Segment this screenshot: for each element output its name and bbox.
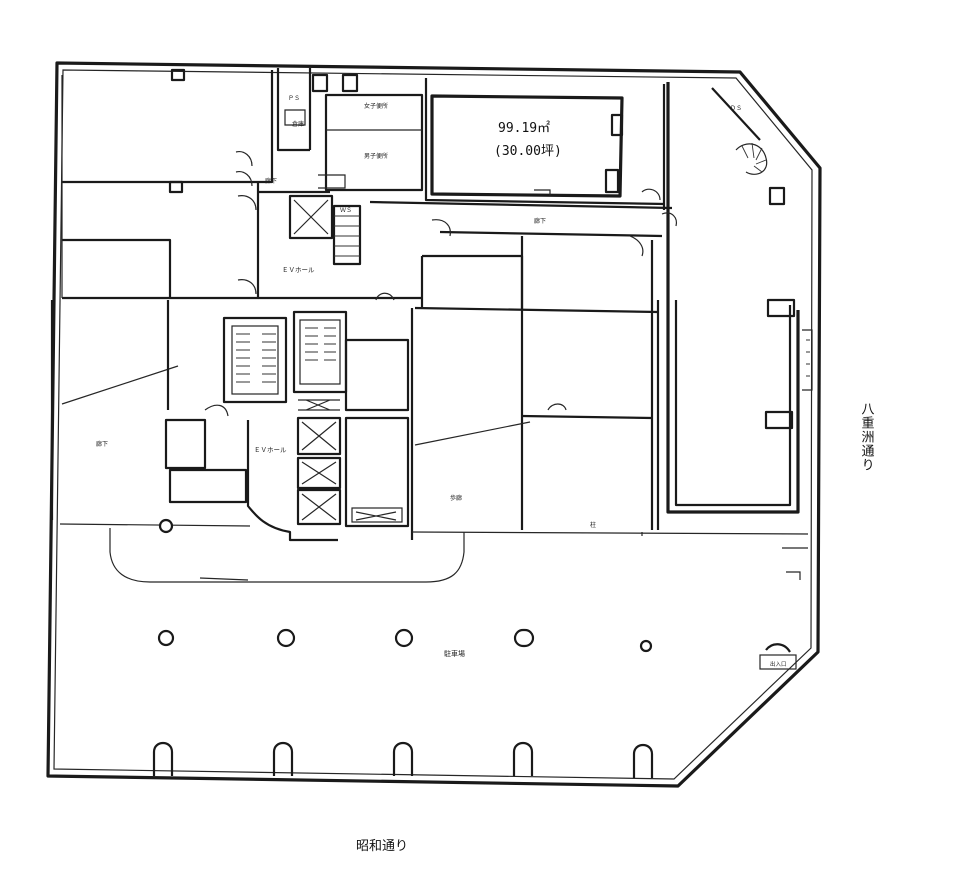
ps-label: ＰＳ bbox=[288, 95, 300, 102]
street-bottom-label: 昭和通り bbox=[356, 839, 408, 854]
pillar-note-label: 柱 bbox=[590, 521, 596, 529]
right-fixtures bbox=[759, 547, 808, 670]
corridor-upper-label: 廊下 bbox=[265, 177, 277, 185]
unit-area-label: 99.19㎡ bbox=[498, 121, 550, 136]
ws-label: ＷＳ bbox=[340, 207, 352, 214]
toilet-core bbox=[276, 68, 424, 192]
columns bbox=[157, 518, 653, 653]
corridor-right-label: 廊下 bbox=[534, 217, 546, 225]
ev-hall-upper bbox=[258, 194, 424, 308]
mens-toilet-label: 男子便所 bbox=[364, 152, 388, 160]
outer-walls bbox=[46, 61, 822, 788]
womens-toilet-label: 女子便所 bbox=[364, 102, 388, 110]
canopy bbox=[109, 528, 809, 583]
upper-left-rooms bbox=[61, 68, 274, 300]
street-right-label: 八重洲通り bbox=[859, 402, 875, 472]
central-core bbox=[204, 310, 410, 542]
rental-unit bbox=[424, 78, 666, 210]
upper-corridor bbox=[258, 190, 673, 257]
corridor-left-label: 廊下 bbox=[96, 440, 108, 448]
ev-hall-lower-label: ＥＶホール bbox=[254, 446, 287, 454]
parking-label: 駐車場 bbox=[444, 649, 465, 658]
left-lower bbox=[50, 300, 251, 527]
walkway-label: 歩廊 bbox=[450, 494, 462, 502]
entrance-right-label: 出入口 bbox=[770, 660, 787, 668]
ev-hall-upper-label: ＥＶホール bbox=[282, 266, 315, 274]
middle-rooms bbox=[410, 236, 660, 540]
ds-label: ＤＳ bbox=[730, 105, 742, 112]
right-long-room bbox=[666, 82, 813, 514]
unit-tsubo-label: (30.00坪) bbox=[494, 144, 562, 159]
door-swings bbox=[235, 151, 677, 411]
bottom-openings bbox=[152, 741, 654, 778]
storage-label: 倉庫 bbox=[292, 120, 304, 128]
